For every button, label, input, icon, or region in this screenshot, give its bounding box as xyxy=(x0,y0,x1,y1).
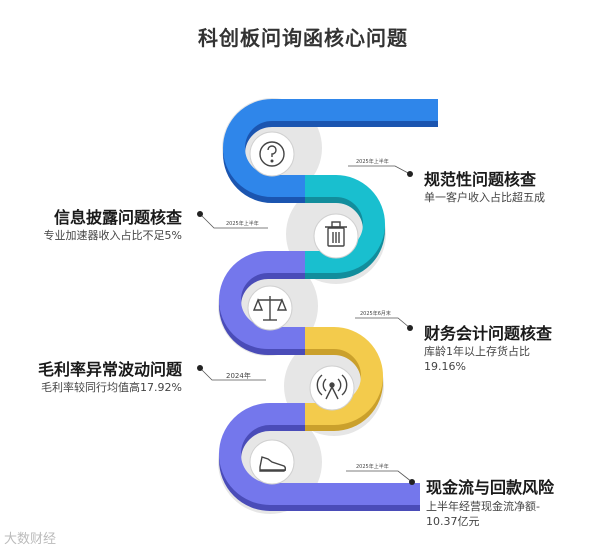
balance-scale-icon xyxy=(252,296,288,321)
item-3-desc-line1: 库龄1年以上存货占比 xyxy=(424,345,530,358)
question-icon xyxy=(259,141,285,167)
item-5-label: 现金流与回款风险 xyxy=(426,478,555,497)
segment-4-path xyxy=(305,327,383,431)
item-4-date: 2024年 xyxy=(226,372,251,380)
item-2-label: 信息披露问题核查 xyxy=(53,208,182,227)
segment-1-path xyxy=(223,99,438,203)
segment-5-path xyxy=(219,403,420,511)
signal-tower-icon xyxy=(316,374,348,400)
item-1-date: 2025年上半年 xyxy=(356,159,389,165)
item-2-date: 2025年上半年 xyxy=(226,221,259,227)
item-4-desc: 毛利率较同行均值高17.92% xyxy=(41,381,182,394)
item-2-desc: 专业加速器收入占比不足5% xyxy=(43,229,182,242)
running-shoe-icon xyxy=(259,456,286,472)
segment-3-path xyxy=(219,251,305,355)
item-1-label: 规范性问题核查 xyxy=(424,170,537,189)
item-3-label: 财务会计问题核查 xyxy=(424,324,553,343)
item-3-desc-line2: 19.16% xyxy=(424,360,466,373)
item-5-desc-line1: 上半年经营现金流净额- xyxy=(426,500,540,513)
item-4-label: 毛利率异常波动问题 xyxy=(37,360,182,379)
item-5-date: 2025年上半年 xyxy=(356,464,389,470)
item-1-desc: 单一客户收入占比超五成 xyxy=(424,191,545,204)
item-5-desc-line2: 10.37亿元 xyxy=(426,515,480,528)
page-title: 科创板问询函核心问题 xyxy=(198,26,408,50)
segment-2-path xyxy=(305,175,385,279)
item-3-date: 2025年6月末 xyxy=(360,311,391,317)
trash-can-icon xyxy=(325,221,347,247)
watermark: 大数财经 xyxy=(4,532,57,547)
connector-lines xyxy=(199,165,413,483)
